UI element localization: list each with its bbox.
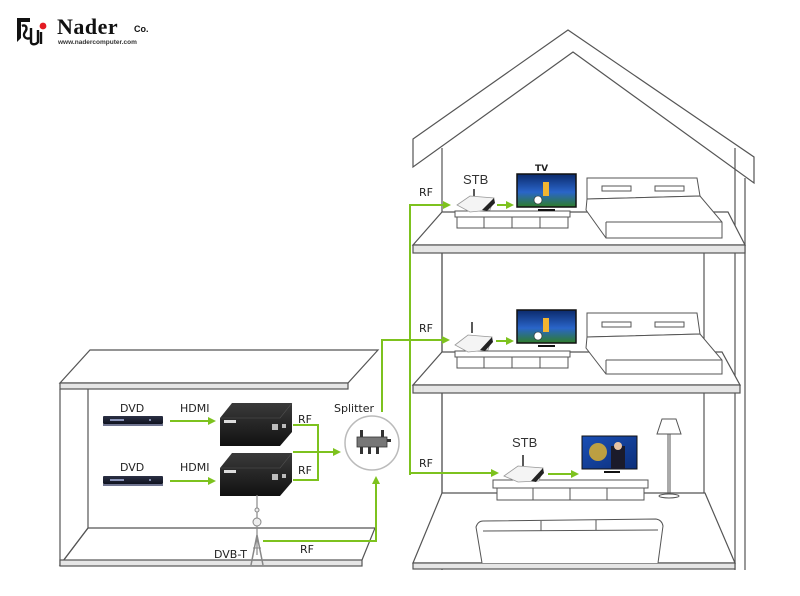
rf-label-top-floor: RF (419, 186, 433, 199)
tv-label-top: TV (535, 164, 549, 174)
stb-label-top: STB (463, 172, 489, 187)
rf-label-middle-floor: RF (419, 322, 433, 335)
dvd-label-2: DVD (120, 461, 145, 474)
bed-top-icon (585, 177, 723, 239)
brand-url: www.nadercomputer.com (58, 39, 137, 46)
rf-label-ground-floor: RF (419, 457, 433, 470)
dvb-t-antenna-icon (250, 495, 264, 566)
encoder-2 (220, 452, 293, 496)
source-room (58, 349, 380, 567)
top-floor-furniture (454, 173, 723, 239)
stb-middle-icon (454, 322, 493, 353)
hdmi-label-1: HDMI (180, 402, 210, 415)
tv-ground-icon (581, 435, 638, 473)
stb-top-icon (456, 189, 495, 213)
tv-top-icon (516, 173, 577, 211)
dvd-player-2 (103, 476, 163, 486)
encoder-1 (220, 402, 293, 446)
sofa-icon (475, 518, 664, 564)
brand-logo: Nader Co. www.nadercomputer.com (16, 14, 156, 50)
ground-floor-furniture (475, 418, 682, 564)
stb-label-ground: STB (512, 435, 538, 450)
brand-name: Nader (57, 14, 119, 39)
middle-floor-furniture (454, 309, 723, 375)
rf-label-encoder-2: RF (298, 464, 312, 477)
rf-label-encoder-1: RF (298, 413, 312, 426)
dvd-player-1 (103, 416, 163, 426)
rf-label-antenna: RF (300, 543, 314, 556)
hdmi-label-2: HDMI (180, 461, 210, 474)
signal-lines (170, 201, 579, 542)
floor-lamp-icon (656, 418, 682, 499)
brand-suffix: Co. (134, 24, 149, 34)
tv-middle-icon (516, 309, 577, 347)
logo-mark-icon (17, 18, 47, 46)
splitter-label: Splitter (334, 402, 374, 415)
dvb-t-label: DVB-T (214, 548, 248, 561)
dvd-label-1: DVD (120, 402, 145, 415)
splitter-icon (344, 415, 400, 471)
bed-middle-icon (585, 312, 723, 375)
stb-ground-icon (503, 455, 544, 483)
